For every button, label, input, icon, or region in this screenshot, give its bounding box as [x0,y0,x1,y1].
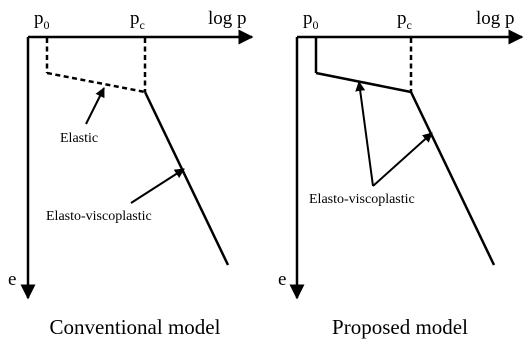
x-axis-label: log p [208,8,247,29]
viscoplastic-annotation: Elasto-viscoplastic [309,192,415,207]
post-yield-solid-line [409,91,496,266]
panel-caption: Conventional model [50,315,221,339]
viscoplastic-annotation: Elasto-viscoplastic [46,209,152,224]
x-axis-label: log p [476,8,515,29]
pre-yield-solid-line [315,71,412,94]
viscoplastic-arrow [130,168,185,204]
y-axis-label: e [278,269,286,290]
elastic-dashed-line [46,71,146,94]
p0-label: p0 [303,8,319,32]
pc-label: pc [397,8,412,32]
viscoplastic-arrow-right [372,132,433,187]
panel-conventional: p0 pc log p e Elastic Elasto-viscoplasti… [8,8,254,339]
pc-label: pc [130,8,145,32]
y-axis-label: e [8,269,16,290]
panel-proposed: p0 pc log p e Elasto-viscoplastic Propos… [278,8,524,339]
viscoplastic-arrow-left [355,81,374,187]
p0-label: p0 [34,8,50,32]
elastic-annotation: Elastic [60,131,98,146]
elastic-arrow [85,87,105,125]
panel-caption: Proposed model [332,315,468,339]
viscoplastic-solid-line [143,91,230,266]
